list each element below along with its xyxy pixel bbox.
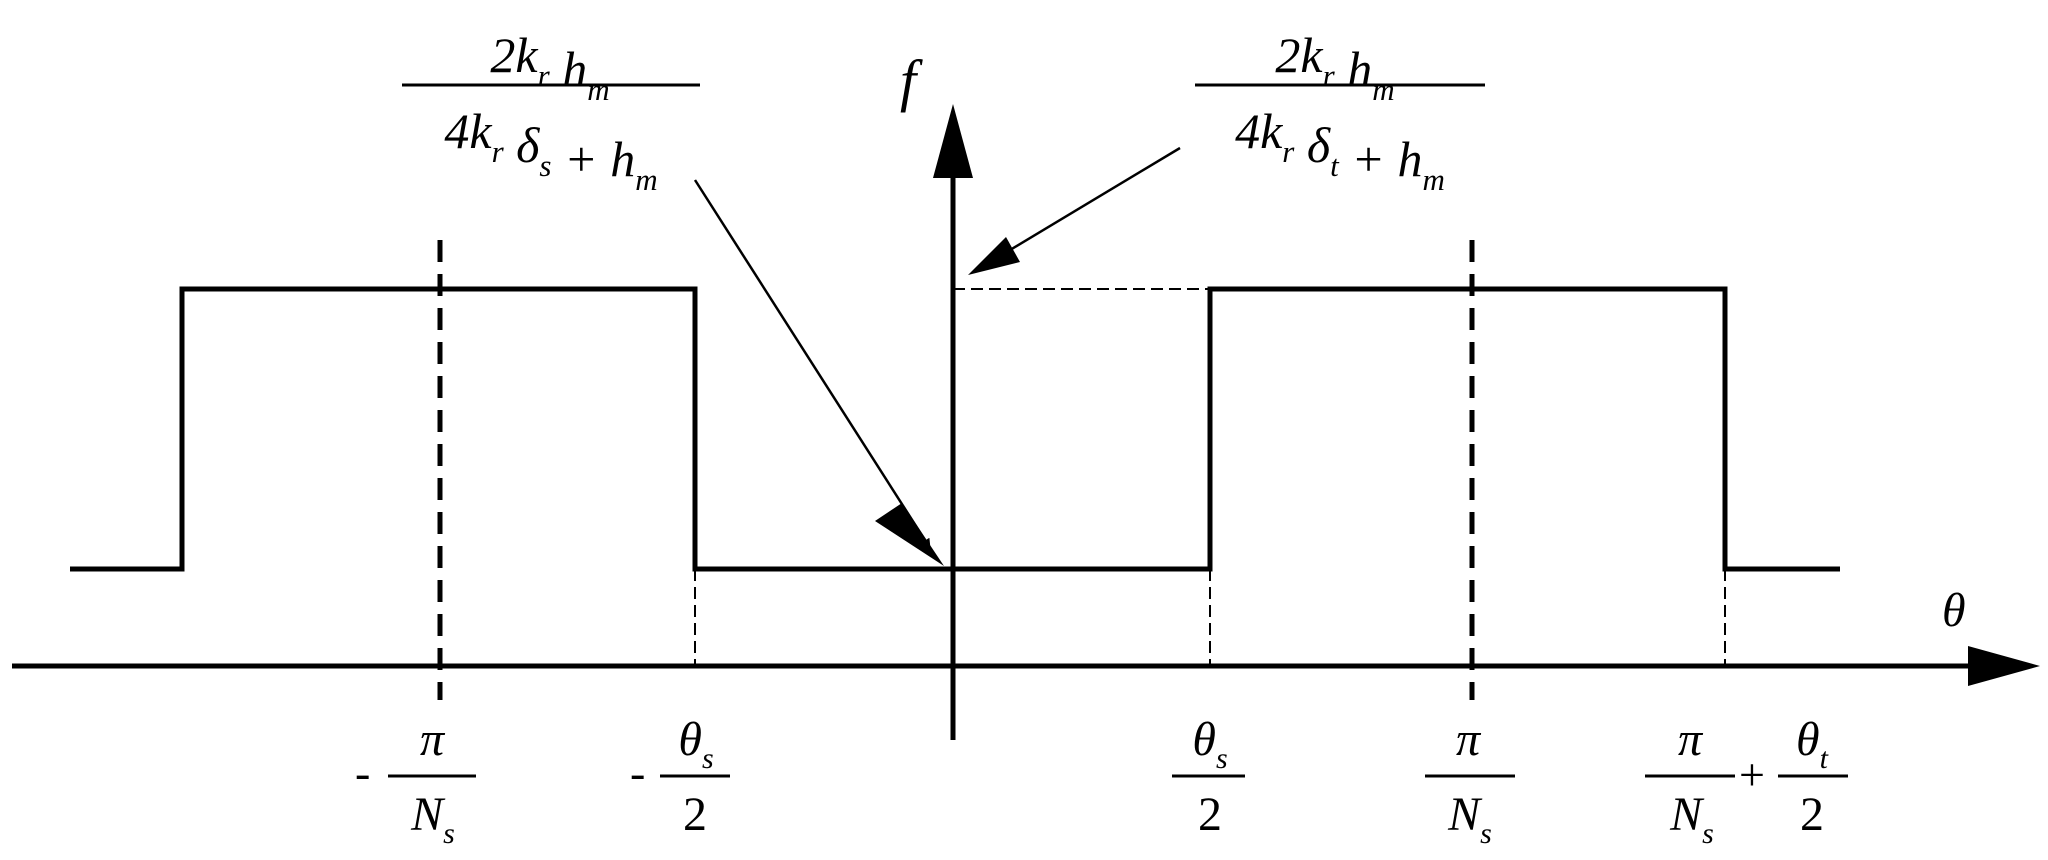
tick-label-numerator-2: θt — [1796, 713, 1829, 775]
left-formula: 2kr hm 4kr δs + hm — [402, 27, 700, 197]
left-formula-arrowhead-icon — [875, 503, 944, 566]
left-formula-pointer-arrow — [693, 179, 932, 549]
tick-label-denominator-2: 2 — [1800, 788, 1824, 841]
tick-label-pi-over-ns-plus-theta-t-over-2: π Ns + θt 2 — [1645, 713, 1848, 850]
air-gap-waveform — [70, 286, 1840, 572]
tick-label-numerator: θs — [678, 713, 713, 775]
tick-label-theta-s-over-2: θs 2 — [1172, 713, 1245, 841]
right-formula-numerator: 2kr hm — [1275, 27, 1394, 107]
tick-label-numerator: π — [420, 713, 446, 766]
right-formula-denominator: 4kr δt + hm — [1235, 103, 1445, 197]
tick-label-sign: - — [355, 747, 370, 798]
tick-label-sign: - — [630, 747, 645, 798]
right-formula: 2kr hm 4kr δt + hm — [1195, 27, 1485, 197]
tick-label-numerator: π — [1456, 713, 1482, 766]
right-formula-pointer-arrow — [989, 146, 1181, 264]
tick-label-denominator: Ns — [410, 788, 455, 850]
left-formula-numerator: 2kr hm — [490, 27, 609, 107]
theta-axis: θ — [12, 584, 2040, 686]
tick-label-pi-over-ns: π Ns — [1425, 713, 1515, 850]
tick-label-minus-pi-over-ns: - π Ns — [355, 713, 476, 850]
f-axis-label: f — [900, 48, 923, 113]
tick-label-plus: + — [1739, 749, 1765, 800]
f-axis: f — [900, 48, 973, 740]
tick-label-denominator: 2 — [1198, 788, 1222, 841]
tick-label-numerator: π — [1678, 713, 1704, 766]
tick-label-denominator: 2 — [683, 788, 707, 841]
tick-label-denominator: Ns — [1669, 788, 1714, 850]
tick-label-numerator: θs — [1192, 713, 1227, 775]
left-formula-denominator: 4kr δs + hm — [444, 103, 657, 197]
tick-label-denominator: Ns — [1447, 788, 1492, 850]
right-formula-arrowhead-icon — [968, 237, 1020, 275]
theta-axis-label: θ — [1942, 584, 1966, 637]
tick-label-minus-theta-s-over-2: - θs 2 — [630, 713, 730, 841]
